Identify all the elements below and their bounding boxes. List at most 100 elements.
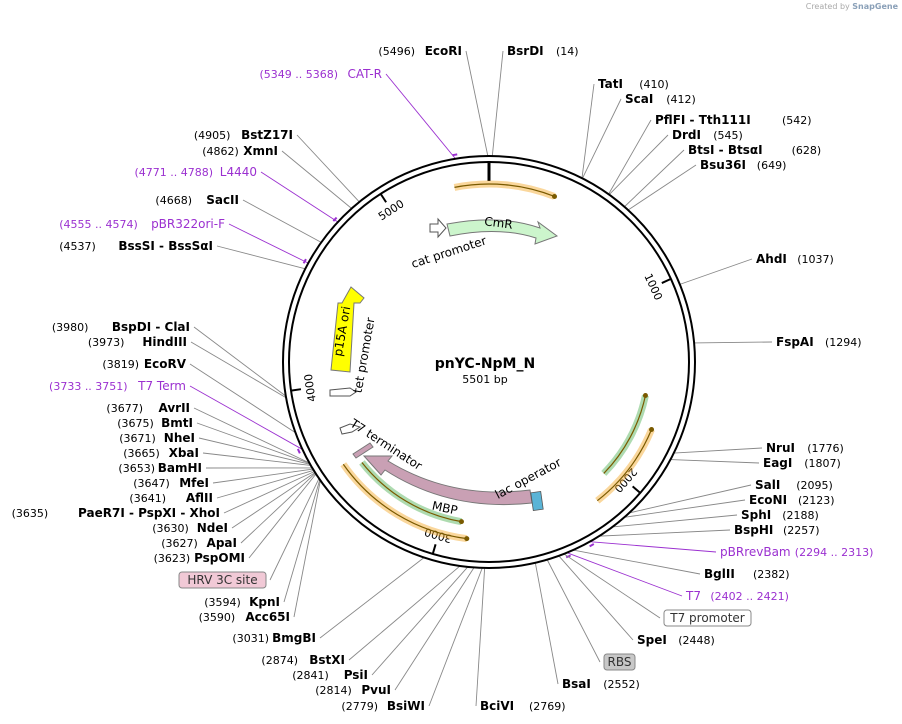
site-name-xbai: XbaI [169, 446, 199, 460]
site-ecori[interactable]: EcoRI(5496) [378, 44, 462, 58]
site-eagi[interactable]: EagI(1807) [763, 456, 841, 470]
site-acc65i[interactable]: Acc65I(3590) [199, 610, 290, 624]
site-pvui[interactable]: PvuI(2814) [315, 683, 391, 697]
mbp-arrow[interactable] [362, 455, 533, 506]
site-ndei[interactable]: NdeI(3630) [152, 521, 228, 535]
leader-kpni [283, 479, 321, 603]
site-sphi[interactable]: SphI(2188) [741, 508, 819, 522]
orf-arc-top-tip [552, 193, 558, 199]
site-name-cat-r: CAT-R [347, 67, 382, 81]
site-bsssi-bsss-i[interactable]: BssSI - BssSαI(4537) [59, 239, 213, 253]
site-name-acc65i: Acc65I [245, 610, 290, 624]
site-drdi[interactable]: DrdI(545) [672, 128, 743, 142]
p15a-ori-arrow[interactable] [330, 286, 365, 373]
leader-rbs [546, 559, 601, 663]
leader-psii [371, 566, 469, 676]
orf-arc-orange-right-tip [649, 427, 655, 433]
site-pos-scai: (412) [666, 93, 696, 106]
leader-bsai [534, 562, 559, 685]
leader-ahdi [679, 258, 753, 285]
site-l4440[interactable]: L4440(4771 .. 4788) [134, 165, 257, 179]
site-sacii[interactable]: SacII(4668) [155, 193, 239, 207]
site-kpni[interactable]: KpnI(3594) [204, 595, 280, 609]
site-sali[interactable]: SalI(2095) [755, 478, 833, 492]
tet-promoter-glyph[interactable] [329, 387, 357, 397]
orf-arc-orange-bottom-tip [464, 536, 470, 542]
orf-arc-green-bottom-tip [458, 519, 464, 525]
site-name-pbr322ori-f: pBR322ori-F [151, 217, 225, 231]
site-nrui[interactable]: NruI(1776) [766, 441, 844, 455]
site-pbrrevbam[interactable]: pBRrevBam(2294 .. 2313) [720, 545, 873, 559]
site-pos-sali: (2095) [796, 479, 833, 492]
site-pos-cat-r: (5349 .. 5368) [259, 68, 338, 81]
site-pos-econi: (2123) [798, 494, 835, 507]
orf-arc-green-right[interactable] [603, 395, 647, 474]
site-bsphi[interactable]: BspHI(2257) [734, 523, 820, 537]
site-apai[interactable]: ApaI(3627) [161, 536, 237, 550]
site-pos-xbai: (3665) [123, 447, 160, 460]
site-pbr322ori-f[interactable]: pBR322ori-F(4555 .. 4574) [59, 217, 225, 231]
site-btsi-bts-i[interactable]: BtsI - BtsαI(628) [688, 143, 821, 157]
leader-acc65i [293, 480, 321, 618]
site-bsiwi[interactable]: BsiWI(2779) [341, 699, 425, 713]
site-ahdi[interactable]: AhdI(1037) [756, 252, 834, 266]
site-nhei[interactable]: NheI(3671) [119, 431, 195, 445]
site-bmgbi[interactable]: BmgBI(3031) [232, 631, 316, 645]
leader-ndei [231, 472, 316, 529]
site-bsai[interactable]: BsaI(2552) [562, 677, 640, 691]
site-psii[interactable]: PsiI(2841) [292, 668, 368, 682]
cat-promoter-arrow[interactable] [429, 217, 447, 239]
site-bglii[interactable]: BglII(2382) [704, 567, 790, 581]
site-tati[interactable]: TatI(410) [598, 77, 669, 91]
site-bsu36i[interactable]: Bsu36I(649) [700, 158, 786, 172]
cmr-arrow[interactable] [446, 219, 559, 245]
leader-tati [581, 83, 595, 179]
site-bmti[interactable]: BmtI(3675) [117, 416, 193, 430]
site-bstxi[interactable]: BstXI(2874) [261, 653, 345, 667]
site-hindiii[interactable]: HindIII(3973) [88, 335, 187, 349]
orf-arc-orange-right[interactable] [596, 429, 653, 502]
site-bsrdi[interactable]: BsrDI(14) [507, 44, 579, 58]
site-ecorv[interactable]: EcoRV(3819) [102, 357, 186, 371]
leader-apai [240, 472, 316, 544]
orf-arc-green-bottom[interactable] [361, 462, 462, 523]
site-fspai[interactable]: FspAI(1294) [776, 335, 862, 349]
orf-arc-orange-bottom[interactable] [342, 463, 467, 540]
site-box-hrv-3c-site [178, 571, 267, 589]
site-mfei[interactable]: MfeI(3647) [133, 476, 209, 490]
site-bamhi[interactable]: BamHI(3653) [118, 461, 202, 475]
leader-pspomi [248, 473, 317, 559]
site-paer7i-pspxi-xhoi[interactable]: PaeR7I - PspXI - XhoI(3635) [12, 506, 220, 520]
site-xbai[interactable]: XbaI (3665) [123, 446, 199, 460]
site-bstz17i[interactable]: BstZ17I(4905) [194, 128, 293, 142]
site-bspdi-clai[interactable]: BspDI - ClaI(3980) [52, 320, 190, 334]
site-scai[interactable]: ScaI(412) [625, 92, 696, 106]
site-pspomi[interactable]: PspOMI(3623) [154, 551, 245, 565]
site-rbs[interactable]: RBS [603, 653, 636, 671]
site-name-bglii: BglII [704, 567, 735, 581]
site-t7-term[interactable]: T7 Term(3733 .. 3751) [49, 379, 186, 393]
site-cat-r[interactable]: CAT-R (5349 .. 5368) [259, 67, 382, 81]
site-xmni[interactable]: XmnI(4862) [202, 144, 278, 158]
lac-operator-box[interactable] [530, 490, 544, 512]
site-pos-btsi-bts-i: (628) [792, 144, 822, 157]
site-pflfi-tth111i[interactable]: PflFI - Tth111I(542) [655, 113, 812, 127]
site-name-t7-promoter: T7 promoter [669, 611, 745, 625]
site-t7[interactable]: T7(2402 .. 2421) [685, 589, 789, 603]
site-aflii[interactable]: AflII(3641) [129, 491, 213, 505]
site-hrv-3c-site[interactable]: HRV 3C site [178, 571, 267, 589]
leader-pbrrevbam [589, 541, 717, 553]
t7-terminator-glyph[interactable] [339, 423, 362, 435]
site-pos-bsu36i: (649) [757, 159, 787, 172]
leader-cat-r [385, 73, 456, 160]
orf-arc-top[interactable] [454, 183, 555, 198]
site-bcivi[interactable]: BciVI(2769) [480, 699, 566, 713]
t7-terminator-small-arrow[interactable] [352, 442, 374, 459]
plasmid-backbone [282, 155, 696, 569]
site-avrii[interactable]: AvrII(3677) [106, 401, 190, 415]
tick-mark-3000 [431, 544, 437, 555]
site-t7-promoter[interactable]: T7 promoter [663, 609, 752, 627]
site-name-spei: SpeI [637, 633, 667, 647]
site-spei[interactable]: SpeI(2448) [637, 633, 715, 647]
site-econi[interactable]: EcoNI(2123) [749, 493, 835, 507]
